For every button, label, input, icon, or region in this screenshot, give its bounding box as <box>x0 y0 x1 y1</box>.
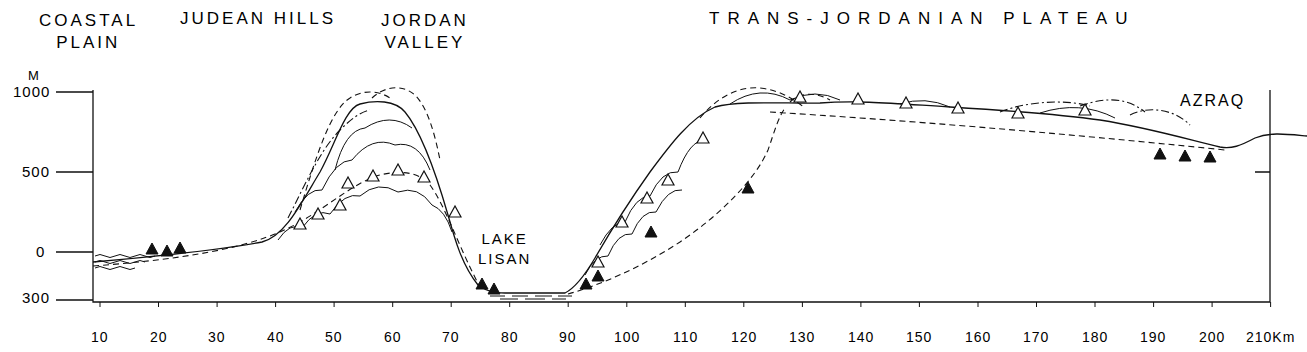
axis-value: 140 <box>848 328 874 346</box>
axis-value: 20 <box>150 328 168 346</box>
basal-surface <box>93 108 1225 294</box>
axis-value: 0 <box>36 242 45 262</box>
axis-value: 70 <box>442 328 460 346</box>
lake-deposits <box>490 296 572 299</box>
axis-value: 200 <box>1199 328 1225 346</box>
site-filled <box>476 278 488 289</box>
axis-value: 300 <box>22 288 50 308</box>
axis-value: 1000 <box>13 82 50 102</box>
axes <box>56 90 1271 307</box>
x-ticks <box>100 302 1271 307</box>
site-open <box>312 208 324 219</box>
site-open <box>367 170 379 181</box>
axis-value: 190 <box>1140 328 1166 346</box>
site-open <box>1079 104 1091 115</box>
axis-value: 150 <box>906 328 932 346</box>
region-name: JORDAN VALLEY <box>381 10 469 54</box>
axis-value: 130 <box>789 328 815 346</box>
axis-value: 160 <box>965 328 991 346</box>
site-filled <box>1204 151 1216 162</box>
axis-value: 100 <box>614 328 640 346</box>
site-open <box>1012 107 1024 118</box>
site-filled <box>645 226 657 237</box>
y-ticks <box>56 92 1270 300</box>
site-filled <box>161 245 173 256</box>
site-filled <box>592 270 604 281</box>
site-filled <box>1154 148 1166 159</box>
site-open <box>852 93 864 104</box>
axis-value: 170 <box>1023 328 1049 346</box>
site-filled <box>580 278 592 289</box>
site-open <box>952 102 964 113</box>
site-open <box>334 199 346 210</box>
former-surface <box>288 100 1190 218</box>
axis-unit: M <box>28 68 39 85</box>
site-open <box>697 132 709 143</box>
site-filled <box>742 182 754 193</box>
axis-value: 40 <box>267 328 285 346</box>
terrace-arcs <box>278 120 452 240</box>
axis-value: 180 <box>1082 328 1108 346</box>
site-open <box>418 171 430 182</box>
axis-value: 50 <box>325 328 343 346</box>
axis-value: 30 <box>208 328 226 346</box>
region-name: TRANS-JORDANIAN PLATEAU <box>709 8 1135 30</box>
site-open <box>342 177 354 188</box>
axis-frame <box>93 90 1270 302</box>
site-open <box>616 216 628 227</box>
site-filled <box>146 243 158 254</box>
site-open <box>392 164 404 175</box>
region-name: COASTAL PLAIN <box>39 10 137 54</box>
former-surface <box>300 88 830 210</box>
terrace-arcs <box>585 93 1115 275</box>
site-open <box>449 206 461 217</box>
site-open <box>641 192 653 203</box>
axis-value: 10 <box>91 328 109 346</box>
axis-value: 60 <box>384 328 402 346</box>
site-filled <box>488 283 500 294</box>
site-open <box>294 218 306 229</box>
axis-value: 80 <box>501 328 519 346</box>
site-filled <box>1179 150 1191 161</box>
axis-value: 90 <box>559 328 577 346</box>
site-open <box>592 256 604 267</box>
open-triangles <box>294 91 1091 267</box>
site-filled <box>174 242 186 253</box>
place-name: AZRAQ <box>1180 91 1245 112</box>
axis-value: 120 <box>731 328 757 346</box>
filled-triangles <box>146 148 1216 294</box>
axis-value: 500 <box>22 162 50 182</box>
axis-value: 110 <box>673 328 698 346</box>
region-name: JUDEAN HILLS <box>180 8 336 30</box>
lake-name: LAKE LISAN <box>478 229 531 268</box>
site-open <box>900 97 912 108</box>
lake-hatch <box>490 296 572 299</box>
site-open <box>662 174 674 185</box>
ground-surface <box>93 102 1307 293</box>
site-open <box>794 91 806 102</box>
axis-value: 210Km <box>1246 328 1295 346</box>
